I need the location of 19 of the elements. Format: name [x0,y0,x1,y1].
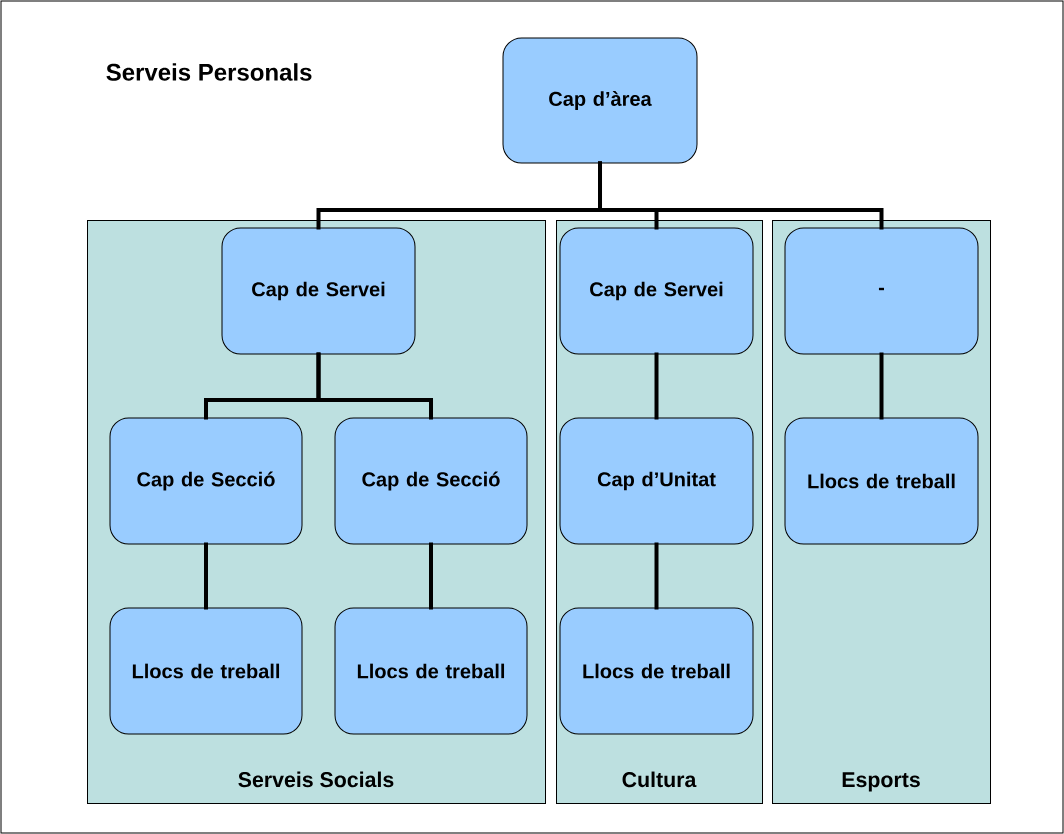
org-box: Llocs de treball [334,607,528,735]
connector [879,352,884,420]
org-box: Cap de Secció [334,417,528,545]
connector [598,161,884,230]
connector [654,542,659,610]
org-box: Cap de Servei [559,227,754,355]
connector [316,352,433,420]
connector [204,542,208,610]
org-box: Llocs de treball [559,607,754,735]
org-box: Cap de Servei [221,227,416,355]
org-box: - [784,227,979,355]
org-box: Llocs de treball [784,417,979,545]
org-box: Cap d’àrea [502,37,698,164]
org-box: Cap de Secció [109,417,303,545]
org-box: Llocs de treball [109,607,303,735]
org-box: Cap d’Unitat [559,417,754,545]
connector [429,542,433,610]
connector [654,352,659,420]
title: Serveis Personals [106,63,312,81]
